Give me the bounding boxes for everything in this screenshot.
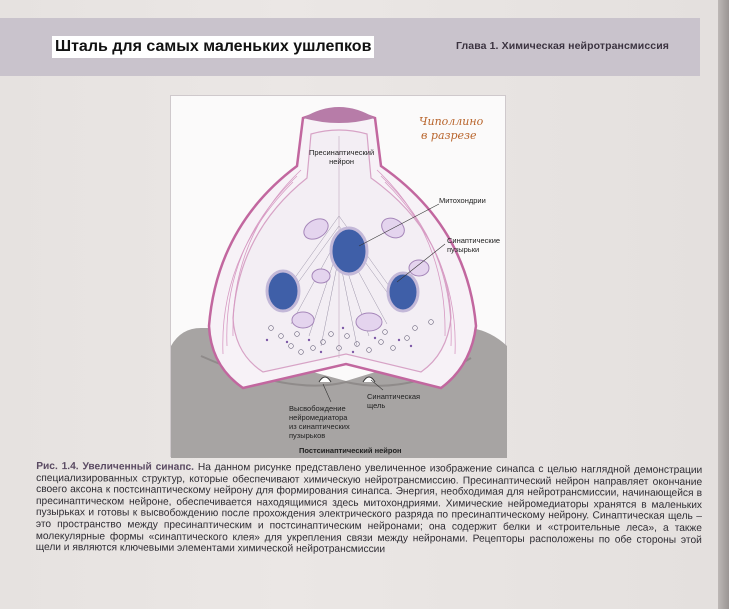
- caption-text: На данном рисунке представлено увеличенн…: [35, 461, 703, 556]
- label-transmitter-release: Высвобождение нейромедиатора из синаптич…: [289, 404, 350, 440]
- caption-figure-number: Рис. 1.4.: [36, 460, 79, 473]
- bleed-through-text-right: [548, 92, 708, 452]
- bleed-through-text-bottom: [36, 594, 636, 606]
- chapter-title: Глава 1. Химическая нейротрансмиссия: [456, 40, 670, 52]
- synapse-figure: Пресинаптический нейрон Митохондрии Сина…: [170, 95, 507, 458]
- label-mitochondria: Митохондрии: [439, 196, 486, 205]
- meme-caption: Шталь для самых маленьких ушлепков: [52, 36, 375, 58]
- page-edge: [718, 0, 729, 609]
- synapse-illustration: [171, 107, 507, 458]
- mitochondria-group: [265, 226, 420, 313]
- bleed-through-text-left: [22, 92, 172, 442]
- label-synaptic-cleft: Синаптическая щель: [367, 392, 421, 410]
- mitochondrion: [386, 271, 420, 313]
- figure-caption: Рис. 1.4. Увеличенный синапс. На данном …: [36, 461, 703, 558]
- label-postsynaptic-neuron: Постсинаптический нейрон: [299, 446, 402, 455]
- vesicle-fusion-left: [318, 376, 332, 383]
- axon-cap: [303, 107, 375, 123]
- caption-title: Увеличенный синапс.: [82, 461, 195, 473]
- mitochondrion: [329, 226, 369, 276]
- handwritten-note: Чиполлино в разрезе: [419, 115, 484, 142]
- label-synaptic-vesicles: Синаптические пузырьки: [447, 236, 501, 254]
- mitochondrion: [265, 269, 301, 313]
- label-presynaptic-neuron: Пресинаптический нейрон: [309, 148, 375, 166]
